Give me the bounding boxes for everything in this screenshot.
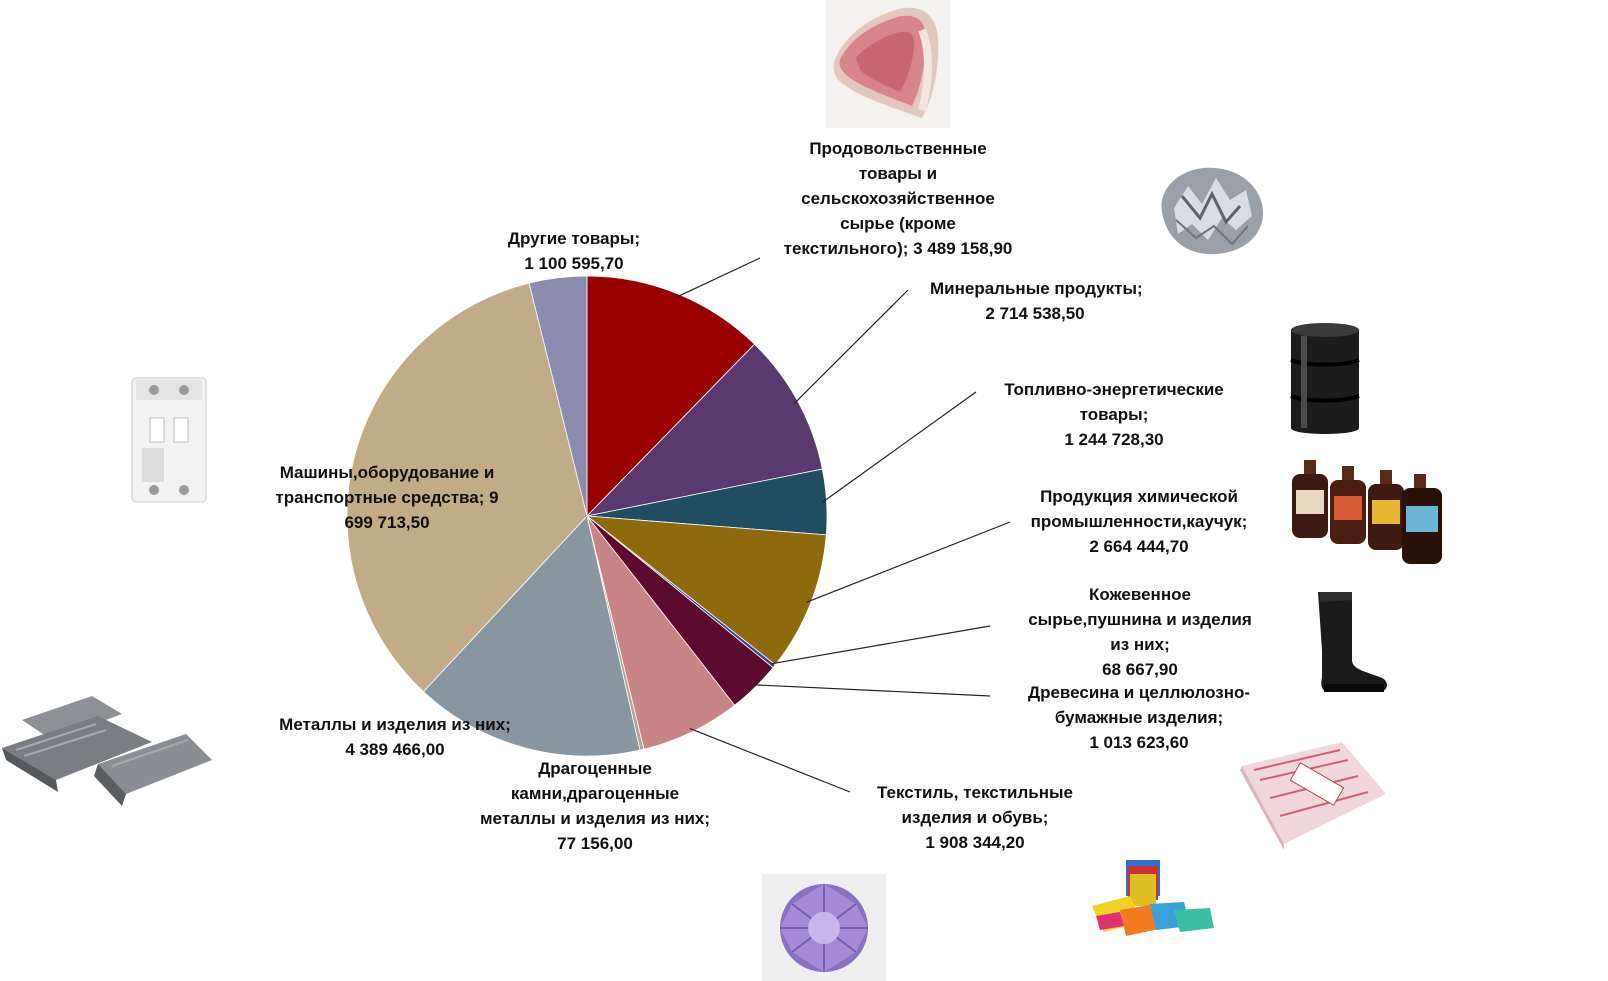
label-wood-paper: Древесина и целлюлозно- бумажные изделия…	[1027, 683, 1251, 752]
slice-mineral-products	[585, 343, 823, 517]
label-machinery: Машины,оборудование и транспортные средс…	[275, 463, 499, 532]
metal-ingots-picture	[2, 696, 212, 806]
label-metals: Металлы и изделия из них; 4 389 466,00	[279, 715, 511, 759]
leader-line-mineral-products	[793, 289, 909, 404]
leader-line-chemical-products	[806, 521, 1011, 603]
slice-machinery	[346, 282, 588, 693]
foil-picture	[1161, 167, 1264, 255]
chemical-bottles-picture	[1292, 460, 1442, 564]
meat-picture	[826, 0, 950, 128]
label-food-products: Продовольственные товары и сельскохозяйс…	[783, 139, 1013, 258]
textile-napkins-picture	[1092, 860, 1214, 936]
paper-pack-picture	[1240, 742, 1386, 850]
circuit-breaker-picture	[131, 377, 207, 503]
gemstone-picture	[762, 874, 886, 981]
slice-chemical-products	[585, 515, 827, 666]
rubber-boot-picture	[1318, 592, 1387, 692]
slice-food-products	[586, 275, 756, 517]
label-leather-fur: Кожевенное сырье,пушнина и изделия из ни…	[1028, 585, 1252, 679]
slice-other-goods	[528, 275, 588, 517]
leader-line-textile	[689, 727, 851, 793]
label-textile: Текстиль, текстильные изделия и обувь; 1…	[877, 783, 1073, 852]
label-precious-stones: Драгоценные камни,драгоценные металлы и …	[479, 759, 711, 853]
label-fuel-energy: Топливно-энергетические товары; 1 244 72…	[1004, 380, 1224, 449]
slice-metals	[422, 515, 641, 757]
oil-barrel-picture	[1290, 323, 1360, 434]
leader-line-leather-fur	[770, 625, 991, 665]
leader-line-wood-paper	[751, 684, 991, 697]
label-chemical-products: Продукция химической промышленности,кауч…	[1030, 487, 1248, 556]
leader-lines	[675, 257, 1011, 793]
leader-line-fuel-energy	[822, 391, 977, 503]
label-other-goods: Другие товары; 1 100 595,70	[507, 229, 641, 273]
pie-slices	[346, 275, 828, 757]
label-mineral-products: Минеральные продукты; 2 714 538,50	[930, 279, 1143, 323]
leader-line-food-products	[675, 257, 761, 298]
